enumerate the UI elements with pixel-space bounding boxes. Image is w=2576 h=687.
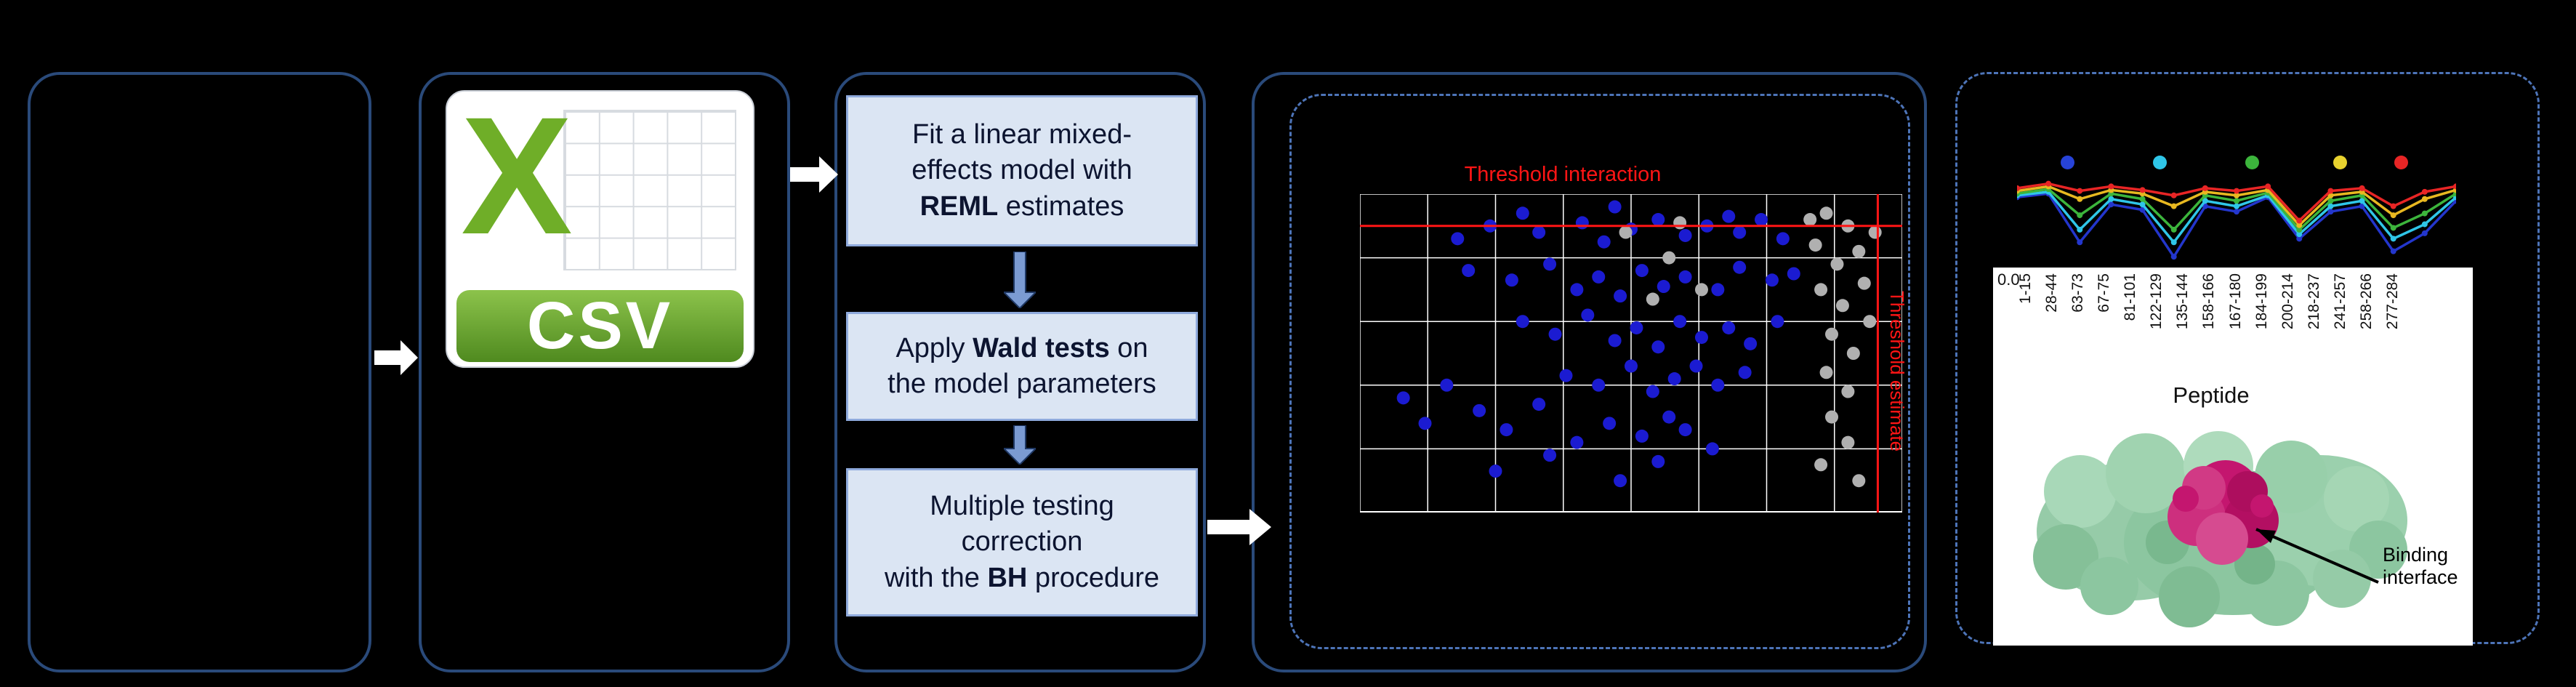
panel-4-scatter-dashed (1289, 94, 1910, 649)
binding-interface-arrow (2255, 528, 2379, 584)
step-down-arrow-1-icon (1004, 252, 1036, 308)
peptide-tick-label: 122-129 (2148, 273, 2165, 330)
peptide-figure-panel: 0.0 1-15 28-44 63-73 67-75 81-101 122-129 135-… (1993, 268, 2473, 646)
binding-interface-label: Binding interface (2383, 544, 2458, 589)
peptide-tick-label: 81-101 (2122, 273, 2139, 321)
timepoint-dot (2333, 156, 2347, 169)
step-fit-model: Fit a linear mixed- effects model with R… (846, 95, 1198, 246)
peptide-tick-label: 277-284 (2383, 273, 2401, 330)
flow-arrow-1-icon (374, 340, 418, 375)
panel-4-scatter-outer (1252, 72, 1927, 672)
peptide-tick-label: 241-257 (2331, 273, 2348, 330)
step-wald-tests-text: Apply Wald tests on the model parameters (887, 332, 1156, 399)
peptide-tick-label: 135-144 (2174, 273, 2191, 330)
peptide-tick-label: 28-44 (2043, 273, 2061, 313)
threshold-estimate-label: Threshold estimate (1886, 291, 1908, 452)
interaction-scatter-svg (1360, 194, 1902, 513)
peptide-tick-label: 167-180 (2226, 273, 2244, 330)
uptake-line-chart-svg (2017, 180, 2456, 260)
flow-arrow-2-icon (790, 156, 838, 193)
peptide-tick-label: 184-199 (2253, 273, 2270, 330)
step-wald-tests: Apply Wald tests on the model parameters (846, 312, 1198, 421)
peptide-tick-label: 200-214 (2279, 273, 2296, 330)
step-fit-model-text: Fit a linear mixed- effects model with R… (911, 118, 1132, 222)
csv-file-icon: X CSV (446, 82, 754, 368)
panel-3-steps (834, 72, 1206, 672)
step-bh-correction-text: Multiple testing correction with the BH … (884, 490, 1160, 593)
timepoint-dot (2394, 156, 2409, 169)
threshold-interaction-label: Threshold interaction (1464, 163, 1662, 186)
csv-label: CSV (456, 289, 744, 363)
timepoint-dot (2153, 156, 2168, 169)
timepoint-dot (2245, 156, 2260, 169)
peptide-tick-labels: 1-15 28-44 63-73 67-75 81-101 122-129 135-144 1… (2017, 273, 2402, 384)
flow-arrow-3-icon (1207, 509, 1271, 545)
panel-2-csv (419, 72, 790, 672)
csv-x-letter: X (461, 81, 573, 269)
protein-structure-image (2033, 431, 2407, 627)
panel-1-empty (28, 72, 371, 672)
peptide-axis-label: Peptide (2173, 382, 2250, 408)
step-bh-correction: Multiple testing correction with the BH … (846, 468, 1198, 616)
peptide-tick-label: 158-166 (2200, 273, 2218, 330)
peptide-tick-label: 218-237 (2305, 273, 2322, 330)
timepoint-dot (2061, 156, 2075, 169)
peptide-tick-label: 63-73 (2069, 273, 2087, 313)
timepoint-dots (2017, 156, 2456, 172)
step-down-arrow-2-icon (1004, 425, 1036, 465)
peptide-tick-label: 258-266 (2357, 273, 2375, 330)
y-axis-tick-label: 0.0 (1997, 270, 2020, 289)
csv-spreadsheet-grid (563, 109, 736, 271)
peptide-tick-label: 67-75 (2096, 273, 2113, 313)
peptide-tick-label: 1-15 (2017, 273, 2034, 305)
